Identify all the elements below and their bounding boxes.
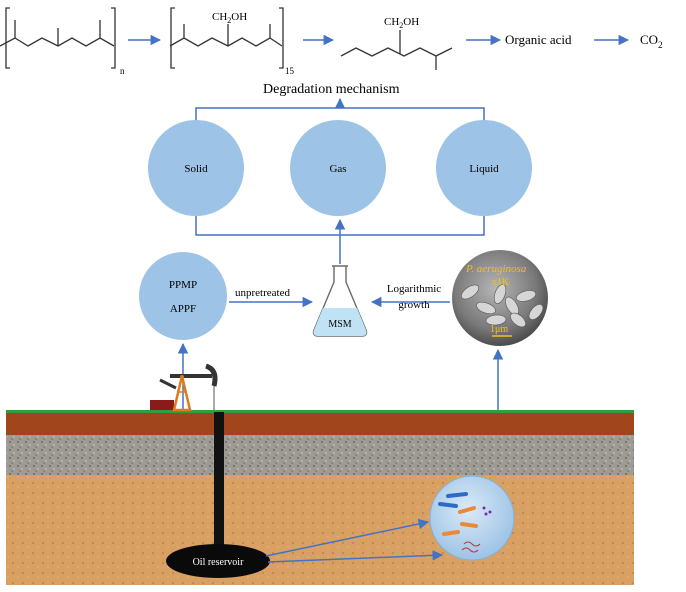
oxidized-structure [169,7,284,69]
reservoir-ellipse [166,544,270,578]
reservoir-label: Oil reservoir [193,557,244,568]
polymer-bracket-left [5,7,10,69]
arrow-reservoir-to-bubble-upper [265,518,430,557]
phase-label-solid: Solid [184,163,208,175]
bacteria-cells [461,284,544,328]
polymer-chain [0,37,115,47]
phase-label-liquid: Liquid [469,163,499,175]
oxidized-subscript: 15 [285,66,295,76]
oxidized-chain [169,37,283,47]
oil-reservoir: Oil reservoir [166,544,270,578]
fragment-chain [340,47,453,57]
sample-circle-group: PPMP APPF [139,252,227,340]
scale-bar-label: 1μm [490,324,508,335]
phase-circle-liquid [436,120,532,216]
sample-circle [139,252,227,340]
flask-label: MSM [328,319,351,330]
phase-circles: Solid Gas Liquid [148,120,532,216]
pumpjack-base [150,400,174,410]
magnification-label: x1K [492,277,510,288]
ground-cross-section [6,410,634,585]
oxidized-bracket-left [170,7,175,69]
mechanism-title: Degradation mechanism [263,82,400,97]
polymer-structure [0,7,116,69]
growth-label-line2: growth [398,299,430,311]
microbe-bubble [429,475,515,561]
growth-label-line1: Logarithmic [387,283,441,295]
pumpjack-icon [150,363,218,412]
mechanism-connectors [195,97,485,264]
oxidized-bracket-right [279,7,284,69]
microbe-name-label: P. aeruginosa [465,263,527,275]
bubble-circle [429,475,515,561]
topsoil-layer [6,413,634,435]
co2-label: CO2 [640,32,663,50]
phase-circle-gas [290,120,386,216]
phase-label-gas: Gas [329,163,346,175]
flask-icon: MSM [312,265,368,337]
sem-micrograph: P. aeruginosa x1K 1μm [452,250,548,346]
fragment-structure [340,30,453,70]
organic-acid-label: Organic acid [505,32,572,47]
well-pipe [214,412,224,560]
oxidized-group-label: CH2OH [212,11,247,25]
gravel-layer [6,435,634,475]
phase-circle-solid [148,120,244,216]
sample-label-ppmp: PPMP [169,279,197,291]
grass-layer [6,410,634,413]
sample-label-appf: APPF [170,303,196,315]
subsoil-layer [6,475,634,585]
fragment-group-label: CH2OH [384,16,419,30]
arrow-reservoir-to-bubble-lower [267,550,444,563]
unpretreated-label: unpretreated [235,287,290,299]
chemistry-row: n CH2OH 15 CH2OH Organic acid CO2 [0,7,663,76]
polymer-bracket-right [111,7,116,69]
top-branch-line [195,107,485,122]
polymer-subscript: n [120,66,125,76]
